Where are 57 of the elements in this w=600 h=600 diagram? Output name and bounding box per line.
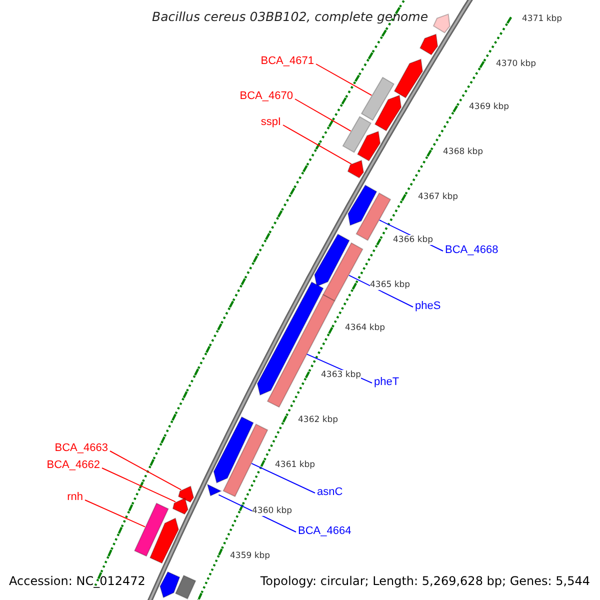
gene-bar (174, 574, 196, 600)
tick-label: 4365 kbp (370, 280, 410, 290)
tick-label: 4367 kbp (418, 192, 458, 202)
tick-label: 4370 kbp (496, 59, 536, 69)
gene-block (432, 14, 450, 34)
gene-block (314, 234, 350, 287)
gene-label: rnh (67, 491, 83, 503)
gene-label: BCA_4662 (46, 459, 100, 471)
gene-label: BCA_4664 (298, 525, 352, 537)
gene-label: pheT (374, 376, 400, 388)
gene-bar (134, 502, 169, 557)
gene-block (348, 184, 378, 226)
tick-label: 4360 kbp (252, 506, 292, 516)
gene-block (178, 486, 194, 503)
gene-block (356, 130, 381, 162)
gene-block (394, 58, 424, 98)
footer-text: Accession: NC_012472 (9, 574, 146, 589)
gene-block (213, 416, 254, 484)
gene-block (419, 34, 438, 56)
leader-line (218, 494, 296, 532)
footer-text: Topology: circular; Length: 5,269,628 bp; Genes: 5,544 (260, 574, 590, 589)
leader-line (110, 450, 182, 490)
tick-label: 4369 kbp (469, 102, 510, 112)
gene-label: asnC (317, 486, 343, 498)
gene-block (374, 94, 402, 132)
gene-bar (322, 242, 364, 302)
gene-block (172, 498, 188, 515)
gene-label: BCA_4671 (260, 55, 314, 67)
gene-label: BCA_4668 (445, 244, 498, 256)
gene-label: pheS (415, 300, 441, 312)
gene-block (206, 484, 222, 496)
gene-block (160, 571, 180, 598)
leader-line (294, 98, 352, 132)
tick-label: 4366 kbp (393, 235, 434, 245)
leader-line (316, 64, 372, 96)
tick-label: 4362 kbp (298, 415, 338, 425)
tick-label: 4364 kbp (345, 323, 386, 333)
gene-label: BCA_4663 (54, 442, 108, 454)
gene-block (149, 518, 180, 564)
title: Bacillus cereus 03BB102, complete genome (152, 9, 428, 24)
gene-bar (360, 76, 395, 121)
leader-line (348, 274, 414, 308)
gene-label: BCA_4670 (240, 90, 293, 102)
gene-bar (222, 424, 268, 498)
tick-label: 4361 kbp (275, 460, 316, 470)
gene-bar (342, 116, 372, 153)
leader-line (251, 462, 316, 494)
gene-block (347, 160, 364, 178)
tick-label: 4363 kbp (321, 370, 362, 380)
leader-line (84, 500, 146, 528)
leader-line (102, 468, 176, 502)
tick-label: 4368 kbp (443, 147, 484, 157)
tick-label: 4359 kbp (230, 551, 270, 561)
leader-line (282, 124, 352, 165)
gene-bar (356, 192, 392, 241)
gene-label: sspI (260, 116, 281, 128)
tick-label: 4371 kbp (522, 14, 562, 24)
